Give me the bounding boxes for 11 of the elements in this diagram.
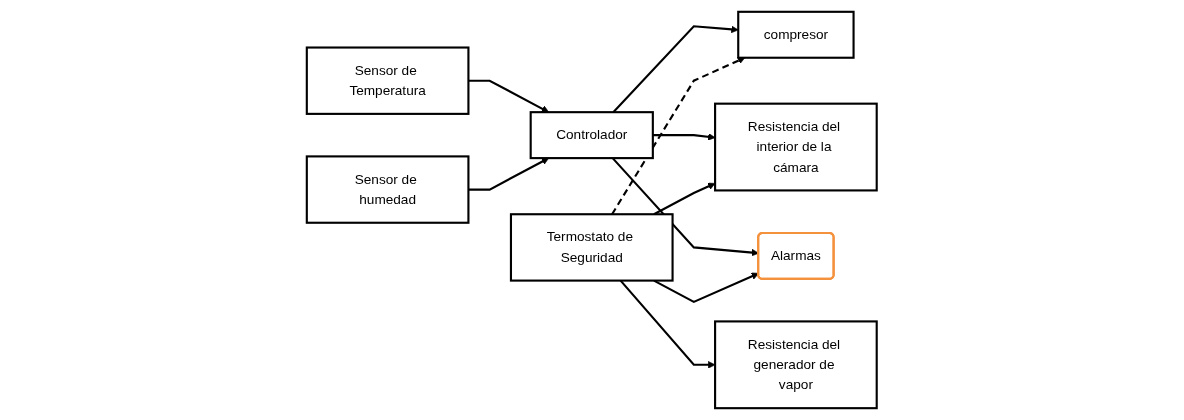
node-box: Termostato de Seguridad <box>510 213 674 282</box>
arrow <box>611 57 746 215</box>
arrow <box>468 79 550 113</box>
node-box: Resistencia del interior de la cámara <box>714 102 878 192</box>
node-box: Controlador <box>529 111 655 160</box>
node-box: Sensor de Temperatura <box>305 46 470 115</box>
node-box: compresor <box>737 10 855 59</box>
node-box: Sensor de humedad <box>305 155 470 224</box>
arrow <box>653 133 716 141</box>
arrow <box>612 25 739 113</box>
node-box: Resistencia del generador de vapor <box>714 320 878 410</box>
